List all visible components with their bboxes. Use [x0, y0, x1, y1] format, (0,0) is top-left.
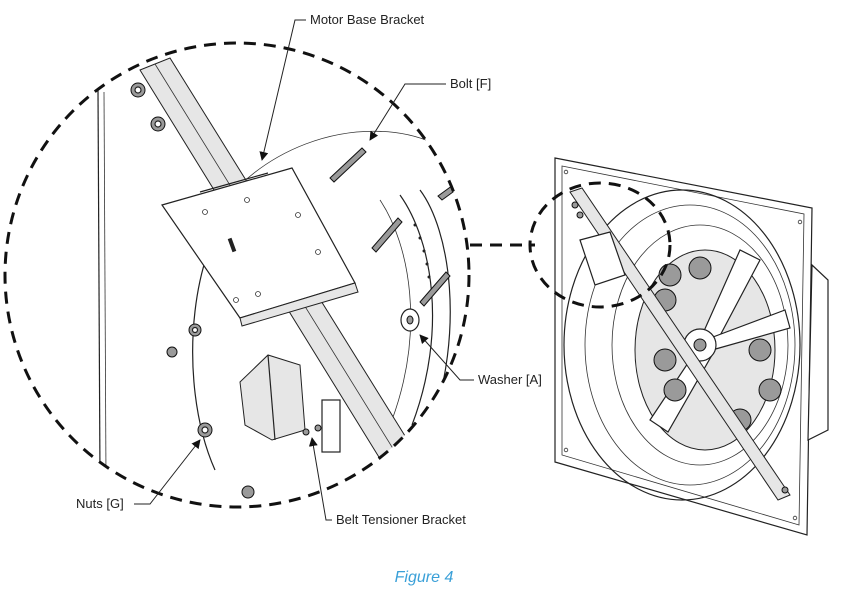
- detail-view: [97, 57, 469, 499]
- figure-caption: Figure 4: [395, 569, 454, 586]
- ring-holes: [413, 223, 431, 279]
- nuts-g-label: Nuts [G]: [76, 496, 124, 511]
- belt-tensioner-bracket-label: Belt Tensioner Bracket: [336, 512, 466, 527]
- full-assembly-view: [528, 157, 829, 536]
- motor-base-bracket-label: Motor Base Bracket: [310, 12, 425, 27]
- detail-circle: [3, 41, 471, 509]
- washer-a-label: Washer [A]: [478, 372, 542, 387]
- leader-lines: [134, 19, 474, 521]
- assembly-detail-circle: [528, 181, 672, 309]
- bolt-f-label: Bolt [F]: [450, 76, 491, 91]
